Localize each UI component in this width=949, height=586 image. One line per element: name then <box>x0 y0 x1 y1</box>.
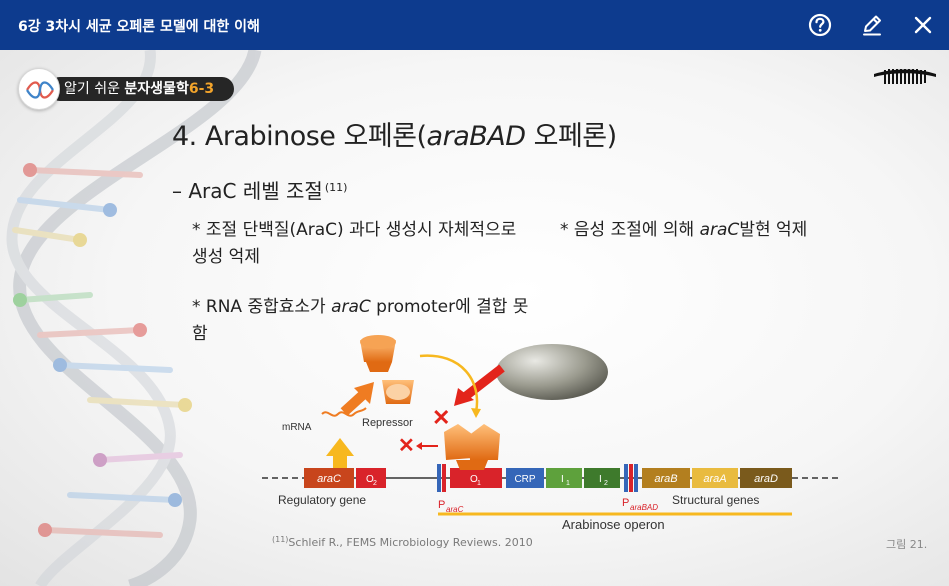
heading-text-end: 오페론) <box>525 121 618 152</box>
pencil-icon <box>863 15 881 36</box>
edit-button[interactable] <box>858 11 886 39</box>
svg-text:araB: araB <box>654 473 677 485</box>
o1-operator-box: O 1 <box>450 468 502 488</box>
mrna-strand <box>321 407 367 417</box>
heading-text: 4. Arabinose 오페론( <box>172 121 427 152</box>
bullet-rna-polymerase: * RNA 중합효소가 araC promoter에 결합 못함 <box>192 294 532 348</box>
window-title: 6강 3차시 세균 오페론 모델에 대한 이해 <box>18 19 260 35</box>
svg-text:I: I <box>599 474 602 485</box>
translation-arrow <box>340 382 374 416</box>
slide-subheading: – AraC 레벨 조절(11) <box>172 175 347 204</box>
citation: (11)Schleif R., FEMS Microbiology Review… <box>272 535 533 549</box>
series-number: 6-3 <box>188 81 215 97</box>
arad-gene-box: araD <box>740 468 792 488</box>
rna-polymerase <box>496 344 608 400</box>
bullet3-gene: araC <box>331 297 371 317</box>
binding-curve-arrow <box>419 354 479 413</box>
citation-ref: (11) <box>272 535 289 544</box>
title-bar: 6강 3차시 세균 오페론 모델에 대한 이해 <box>0 0 949 50</box>
i1-site-box: I 1 <box>546 468 582 488</box>
close-button[interactable] <box>909 11 937 39</box>
citation-text: Schleif R., FEMS Microbiology Reviews. 2… <box>288 536 533 549</box>
svg-text:2: 2 <box>373 480 377 487</box>
svg-text:araA: araA <box>703 473 726 485</box>
block-x-mark-2: ✕ <box>398 435 415 457</box>
series-prefix: 알기 쉬운 <box>64 81 125 97</box>
bullet2-gene: araC <box>699 220 740 240</box>
svg-text:1: 1 <box>477 480 481 487</box>
bullet3-text-end: promoter에 결합 못함 <box>192 297 529 344</box>
arabinose-operon-diagram: ✕ ✕ mRNA Repressor <box>262 335 838 532</box>
bullet2-text: * 음성 조절에 의해 <box>560 220 700 240</box>
dna-logo-icon <box>18 68 60 110</box>
subheading-reference: (11) <box>324 181 348 194</box>
promoter-stripes <box>437 464 446 492</box>
series-name: 분자생물학 <box>124 81 189 97</box>
question-circle-icon <box>808 13 832 37</box>
mrna-label: mRNA <box>282 422 312 433</box>
heading-gene-name: araBAD <box>426 121 526 152</box>
svg-text:CRP: CRP <box>514 474 535 485</box>
crp-site-box: CRP <box>506 468 544 488</box>
svg-text:O: O <box>366 474 374 485</box>
bullet-overproduction: * 조절 단백질(AraC) 과다 생성시 자체적으로 생성 억제 <box>192 220 517 267</box>
repressor-protein <box>360 335 414 404</box>
publisher-logo-icon <box>874 69 936 84</box>
o2-operator-box: O 2 <box>356 468 386 488</box>
slide-heading: 4. Arabinose 오페론(araBAD 오페론) <box>172 114 617 153</box>
svg-text:araD: araD <box>754 473 778 485</box>
structural-genes-label: Structural genes <box>672 493 759 507</box>
series-logo: 알기 쉬운 분자생물학6-3 <box>18 68 236 110</box>
svg-text:araC: araC <box>317 473 341 485</box>
block-x-mark-1: ✕ <box>432 405 450 430</box>
bullet-negative-regulation: * 음성 조절에 의해 araC발현 억제 <box>560 217 850 244</box>
bullet2-text-end: 발현 억제 <box>739 220 808 240</box>
lecture-slide: 알기 쉬운 분자생물학6-3 4. Arabinose 오페론(araBAD 오… <box>0 50 949 586</box>
svg-text:I: I <box>561 474 564 485</box>
polymerase-block-arrow <box>454 364 505 406</box>
subheading-text: – AraC 레벨 조절 <box>172 179 323 203</box>
regulatory-gene-label: Regulatory gene <box>278 493 366 507</box>
araa-gene-box: araA <box>692 468 738 488</box>
help-button[interactable] <box>806 11 834 39</box>
svg-text:O: O <box>470 474 478 485</box>
figure-number: 그림 21. <box>886 538 928 551</box>
arabinose-operon-label: Arabinose operon <box>562 517 665 532</box>
close-icon <box>914 16 932 34</box>
parabad-subscript: araBAD <box>630 503 658 512</box>
arabad-promoter-stripes <box>624 464 638 492</box>
arac-dimer-bound <box>444 424 500 470</box>
parac-subscript: araC <box>446 505 464 514</box>
arac-gene-box: araC <box>304 468 354 488</box>
parabad-label: P <box>622 497 629 509</box>
i2-site-box: I 2 <box>584 468 620 488</box>
dna-helix-illustration <box>6 50 262 586</box>
parac-label: P <box>438 499 445 511</box>
bullet3-text: * RNA 중합효소가 <box>192 297 332 317</box>
svg-text:2: 2 <box>604 480 608 487</box>
svg-text:1: 1 <box>566 480 570 487</box>
arab-gene-box: araB <box>642 468 690 488</box>
series-logo-text: 알기 쉬운 분자생물학6-3 <box>48 77 234 101</box>
repressor-label: Repressor <box>362 417 413 429</box>
